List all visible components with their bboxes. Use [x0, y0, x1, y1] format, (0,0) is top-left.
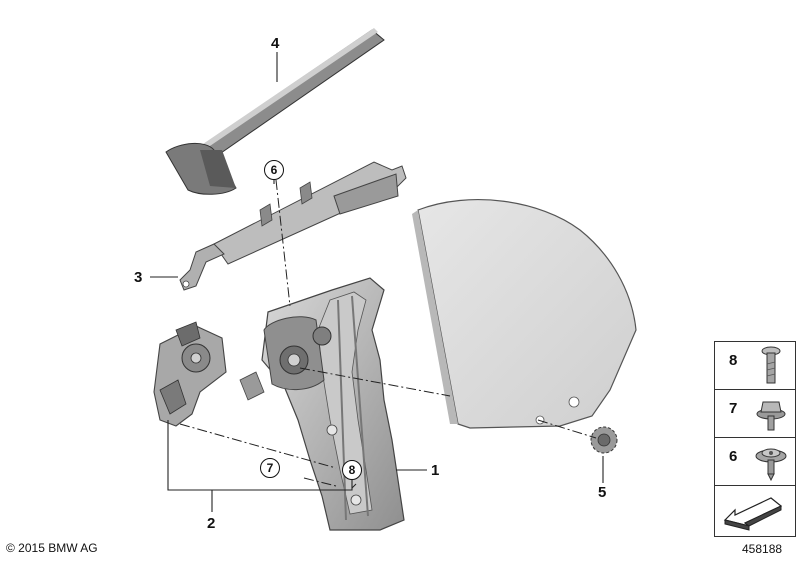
- flange-nut-icon: [756, 401, 786, 431]
- leader-lines: [150, 52, 604, 512]
- legend-row-7: 7: [715, 390, 795, 438]
- callout-4: 4: [271, 35, 280, 52]
- legend-number-6: 6: [729, 448, 738, 465]
- callout-6-circle: 6: [264, 160, 284, 180]
- legend-row-6: 6: [715, 438, 795, 486]
- legend-number-8: 8: [729, 352, 738, 369]
- callout-7-circle: 7: [260, 458, 280, 478]
- gear-clip: [590, 426, 618, 454]
- legend-row-arrow: [715, 486, 795, 536]
- window-regulator: [239, 277, 405, 531]
- callout-5: 5: [598, 484, 607, 501]
- copyright-text: © 2015 BMW AG: [6, 541, 98, 555]
- assembly-lines: [179, 179, 597, 489]
- legend-row-8: 8: [715, 342, 795, 390]
- washer-screw-icon: [755, 448, 787, 482]
- hardware-legend: 8 7 6: [714, 341, 796, 537]
- window-seal-strip: [165, 28, 385, 195]
- callout-3: 3: [134, 269, 143, 286]
- bracket-rail: [179, 161, 407, 291]
- bolt-icon: [761, 346, 781, 384]
- callout-2: 2: [207, 515, 216, 532]
- callout-8-circle: 8: [342, 460, 362, 480]
- window-motor: [153, 321, 227, 427]
- legend-number-7: 7: [729, 400, 738, 417]
- diagram-id: 458188: [742, 542, 783, 556]
- callout-1: 1: [431, 462, 440, 479]
- window-glass: [412, 198, 637, 429]
- arrow-icon: [723, 497, 783, 531]
